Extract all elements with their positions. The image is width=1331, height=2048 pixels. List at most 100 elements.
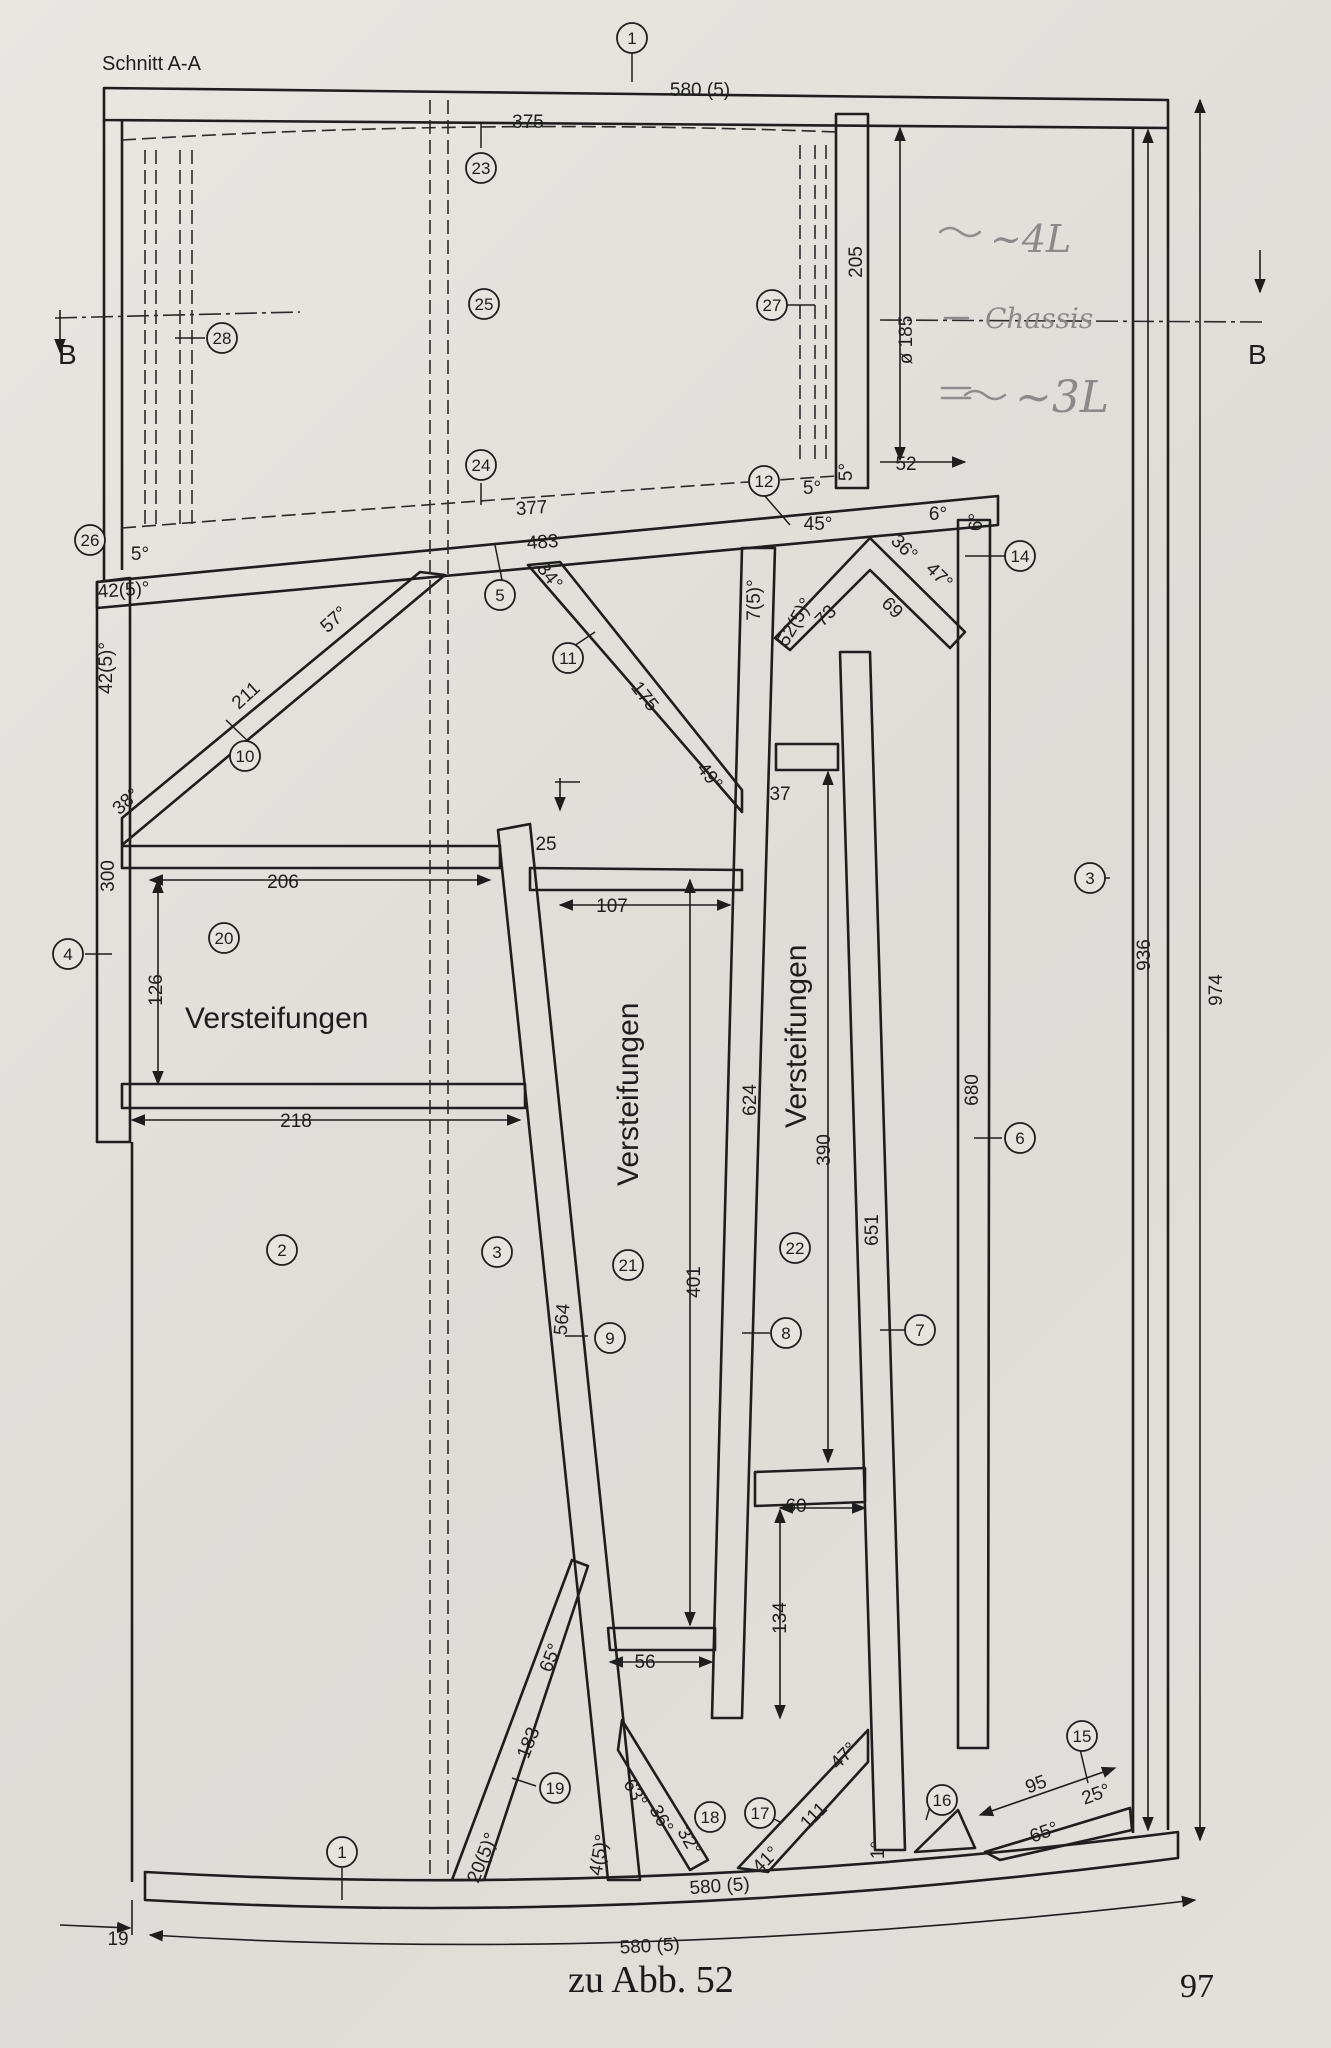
- part-callout-p10: 10: [229, 740, 261, 772]
- callout-circle: [756, 289, 788, 321]
- dimension-d206: 206: [267, 872, 299, 893]
- dimension-d95: 95: [1023, 1771, 1050, 1798]
- part-callout-p12: 12: [748, 465, 780, 497]
- part-callout-p19: 19: [539, 1772, 571, 1804]
- dimension-a4-5: 4(5)°: [586, 1833, 614, 1877]
- callout-circle: [326, 1836, 358, 1868]
- callout-circle: [465, 152, 497, 184]
- region-label-left: Versteifungen: [185, 1002, 368, 1035]
- dimension-top-width: 580 (5): [670, 80, 730, 101]
- callout-circle: [1004, 1122, 1036, 1154]
- part-number: 14: [1011, 547, 1030, 566]
- part-callout-p18: 18: [694, 1801, 726, 1833]
- callout-circle: [1066, 1720, 1098, 1752]
- dimension-chassis-height: 205: [846, 246, 867, 278]
- dimension-d69: 69: [877, 593, 907, 623]
- dimension-a7-5: 7(5)°: [744, 579, 765, 620]
- shelf-20-bottom: [120, 1082, 527, 1110]
- dimension-a25: 25°: [1079, 1780, 1113, 1810]
- page-number: 97: [1180, 1968, 1214, 2005]
- dimension-a63: 63°: [618, 1776, 651, 1811]
- callout-circle: [904, 1314, 936, 1346]
- callout-circle: [208, 922, 240, 954]
- part-number: 27: [763, 296, 782, 315]
- part-number: 22: [786, 1239, 805, 1258]
- callout-circle: [926, 1784, 958, 1816]
- dimension-a45: 45°: [804, 514, 833, 535]
- dimension-a5-right: 5°: [803, 478, 821, 499]
- part-number: 9: [605, 1329, 614, 1348]
- drawing-labels: Schnitt A-A B B Versteifungen Versteifun…: [58, 53, 1267, 1186]
- part-number: 17: [751, 1804, 770, 1823]
- part-callout-p4: 4: [52, 938, 84, 970]
- part-callout-p11: 11: [552, 642, 584, 674]
- part-number: 25: [475, 295, 494, 314]
- callout-circle: [1004, 540, 1036, 572]
- shelf-21: [528, 866, 744, 892]
- brace-17: [736, 1728, 870, 1874]
- part-number: 16: [933, 1791, 952, 1810]
- part-callout-p2: 2: [266, 1234, 298, 1266]
- brace-18: [616, 1718, 710, 1872]
- callout-circle: [229, 740, 261, 772]
- note-4l: ~4L: [990, 217, 1071, 261]
- part-callout-p5: 5: [484, 579, 516, 611]
- dim-line-95: [978, 1766, 1117, 1817]
- callout-circle: [779, 1232, 811, 1264]
- note-3l: ~3L: [1015, 372, 1109, 423]
- dimension-d211: 211: [228, 678, 265, 714]
- dimension-d56: 56: [634, 1652, 655, 1673]
- shelf-60: [753, 1466, 867, 1508]
- callout-circle: [748, 465, 780, 497]
- part-number: 10: [236, 747, 255, 766]
- section-mark-right: B: [1248, 339, 1267, 370]
- part-callout-p7: 7: [904, 1314, 936, 1346]
- callout-circle: [612, 1249, 644, 1281]
- apex-12-14: [773, 536, 967, 652]
- part-number: 1: [337, 1843, 346, 1862]
- part-number: 21: [619, 1256, 638, 1275]
- dimension-a52-5: 52(5)°: [773, 595, 817, 650]
- callout-circle: [594, 1322, 626, 1354]
- handwritten-annotations: ~4L Chassis ~3L: [938, 217, 1109, 423]
- callout-circle: [465, 449, 497, 481]
- part-callout-p3-mid: 3: [481, 1236, 513, 1268]
- dimension-bottom-outer: 580 (5): [619, 1934, 680, 1958]
- dimension-top-chamber-lower: 377: [515, 497, 548, 520]
- dimension-d624: 624: [740, 1084, 761, 1116]
- part-number: 5: [495, 586, 504, 605]
- chassis-slot: [834, 112, 870, 490]
- callout-circle: [74, 524, 106, 556]
- dimension-a36b: 36°: [644, 1802, 677, 1837]
- panel-9: [496, 822, 642, 1882]
- dimension-a42-side: 42(5)°: [96, 642, 117, 694]
- region-label-middle: Versteifungen: [612, 1003, 645, 1186]
- dimension-wall-offset: 19: [107, 1929, 128, 1950]
- part-number: 19: [546, 1779, 565, 1798]
- callout-circle: [539, 1772, 571, 1804]
- callout-leaders: [85, 52, 1110, 1900]
- section-mark-left: B: [58, 339, 77, 370]
- callout-circle: [484, 579, 516, 611]
- dimension-step-52: 52: [895, 454, 916, 475]
- dimension-top-chamber-upper: 375: [512, 112, 544, 133]
- section-label: Schnitt A-A: [102, 53, 202, 75]
- dimension-d300: 300: [98, 860, 119, 892]
- brace-16: [913, 1808, 977, 1854]
- part-number: 20: [215, 929, 234, 948]
- part-callout-p16: 16: [926, 1784, 958, 1816]
- dimension-a6-a: 6°: [929, 504, 947, 525]
- part-callout-p26: 26: [74, 524, 106, 556]
- brace-15: [983, 1806, 1134, 1862]
- part-callout-p8: 8: [770, 1317, 802, 1349]
- dimension-d37: 37: [769, 784, 790, 805]
- equals-3l: [940, 386, 972, 400]
- brace-19: [450, 1558, 590, 1882]
- dimension-a1: 1°: [868, 1841, 889, 1859]
- dimension-a5-small: 5°: [836, 463, 857, 481]
- baffle-panel-5: [95, 494, 1000, 610]
- dimension-a38: 38°: [109, 784, 144, 819]
